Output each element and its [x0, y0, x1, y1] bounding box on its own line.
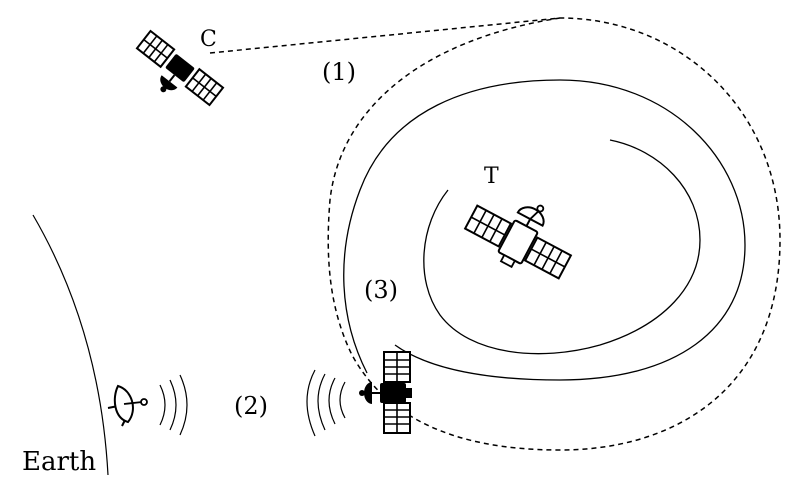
ground-station-dish-icon — [107, 384, 148, 427]
label-satellite-c: C — [200, 27, 217, 52]
earth-surface-arc — [32, 214, 109, 476]
label-step-2: (2) — [234, 392, 268, 420]
target-orbit — [343, 79, 746, 381]
label-satellite-t: T — [484, 164, 499, 189]
satellite-t-icon — [463, 204, 573, 280]
docking-satellite-icon — [359, 351, 412, 434]
approach-spiral — [423, 139, 701, 355]
transfer-trajectory — [209, 17, 781, 451]
label-step-1: (1) — [322, 58, 356, 86]
label-step-3: (3) — [364, 276, 398, 304]
ground-signal-waves-icon — [159, 374, 188, 436]
satellite-c-icon — [135, 29, 225, 107]
label-earth: Earth — [22, 447, 96, 477]
satellite-signal-waves-icon — [306, 369, 346, 437]
